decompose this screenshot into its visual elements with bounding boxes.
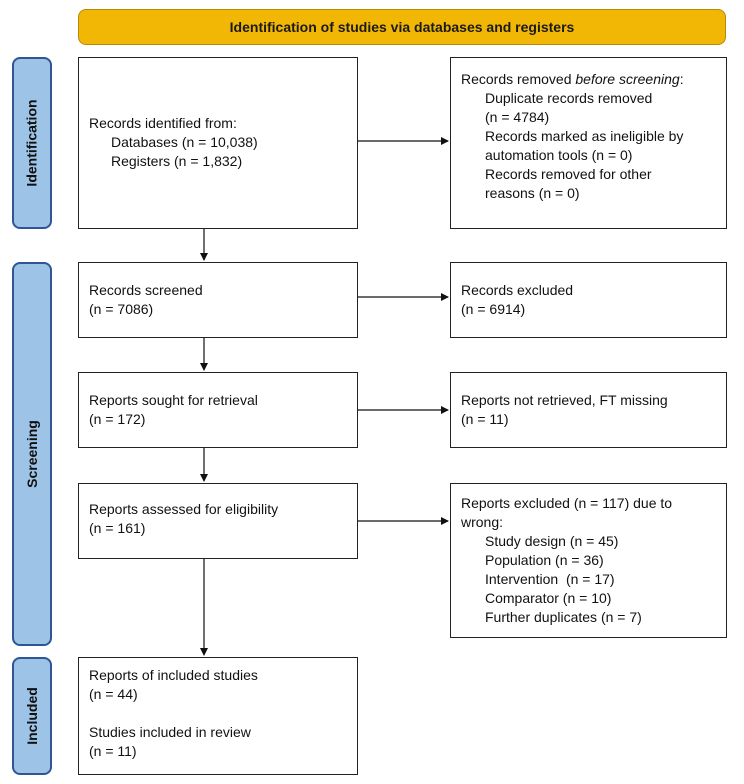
reports-excluded-wrong: wrong: [461, 514, 504, 530]
ineligible-label: Records marked as ineligible by [485, 128, 684, 144]
comparator-count: Comparator (n = 10) [485, 590, 612, 606]
duplicates-label: Duplicate records removed [485, 90, 653, 106]
registers-count: Registers (n = 1,832) [111, 153, 243, 169]
reports-assessed-box: Reports assessed for eligibility (n = 16… [78, 483, 358, 559]
other-reasons-label: Records removed for other [485, 166, 652, 182]
reports-sought-count: (n = 172) [89, 411, 146, 427]
other-reasons-count: reasons (n = 0) [485, 185, 580, 201]
included-reports-label: Reports of included studies [89, 667, 258, 683]
included-box: Reports of included studies (n = 44) Stu… [78, 657, 358, 775]
phase-screening: Screening [12, 262, 52, 646]
included-reports-count: (n = 44) [89, 686, 138, 702]
records-excluded-count: (n = 6914) [461, 301, 526, 317]
records-identified-title: Records identified from: [89, 115, 237, 131]
records-removed-box: Records removed before screening: Duplic… [450, 57, 727, 229]
records-identified-box: Records identified from: Databases (n = … [78, 57, 358, 229]
reports-not-retrieved-box: Reports not retrieved, FT missing (n = 1… [450, 372, 727, 448]
reports-sought-box: Reports sought for retrieval (n = 172) [78, 372, 358, 448]
records-screened-count: (n = 7086) [89, 301, 154, 317]
duplicates-count: (n = 4784) [485, 109, 550, 125]
reports-assessed-label: Reports assessed for eligibility [89, 501, 279, 517]
phase-included: Included [12, 657, 52, 775]
records-screened-box: Records screened (n = 7086) [78, 262, 358, 338]
study-design-count: Study design (n = 45) [485, 533, 619, 549]
population-count: Population (n = 36) [485, 552, 604, 568]
databases-count: Databases (n = 10,038) [111, 134, 258, 150]
studies-included-label: Studies included in review [89, 724, 251, 740]
reports-not-retrieved-count: (n = 11) [461, 411, 509, 427]
reports-not-retrieved-label: Reports not retrieved, FT missing [461, 392, 668, 408]
records-excluded-label: Records excluded [461, 282, 574, 298]
ineligible-count: automation tools (n = 0) [485, 147, 633, 163]
intervention-count: Intervention (n = 17) [485, 571, 615, 587]
phase-identification: Identification [12, 57, 52, 229]
diagram-title: Identification of studies via databases … [78, 9, 726, 45]
records-excluded-box: Records excluded (n = 6914) [450, 262, 727, 338]
records-screened-label: Records screened [89, 282, 203, 298]
reports-excluded-title: Reports excluded (n = 117) due to [461, 495, 673, 511]
records-removed-title: Records removed before screening: [461, 71, 684, 87]
reports-sought-label: Reports sought for retrieval [89, 392, 258, 408]
further-duplicates-count: Further duplicates (n = 7) [485, 609, 642, 625]
studies-included-count: (n = 11) [89, 743, 137, 759]
reports-assessed-count: (n = 161) [89, 520, 146, 536]
reports-excluded-box: Reports excluded (n = 117) due to wrong:… [450, 483, 727, 638]
